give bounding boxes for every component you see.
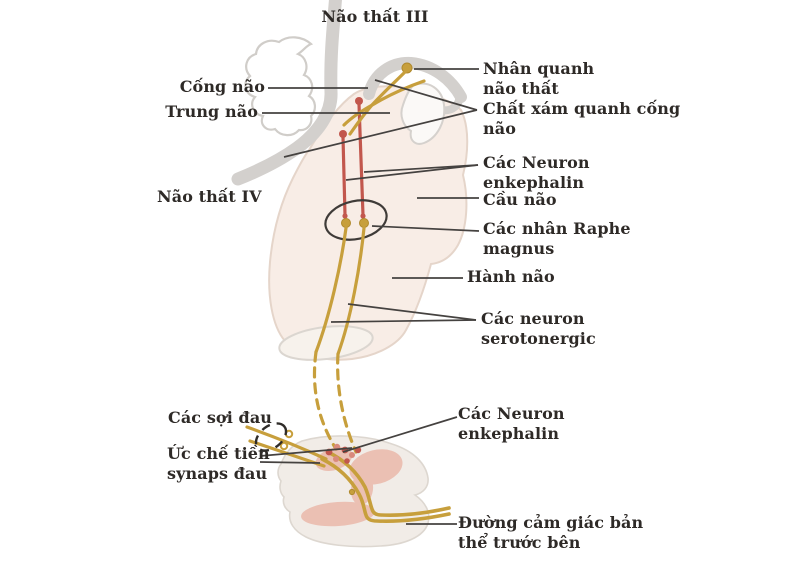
label-hanh-nao: Hành não <box>467 267 555 286</box>
serotonergic-fiber <box>314 226 348 354</box>
leader-lines <box>259 68 480 525</box>
label-neuron-enkephalin-tren: Các Neuron enkephalin <box>483 153 590 192</box>
label-cac-soi-dau: Các sợi đau <box>168 408 273 427</box>
label-chat-xam-quanh-cong-nao: Chất xám quanh cống não <box>483 99 681 138</box>
label-neuron-serotonergic: Các neuron serotonergic <box>481 309 596 348</box>
analgesia-pathway <box>245 62 451 523</box>
label-nhan-raphe-magnus: Các nhân Raphe magnus <box>483 219 631 258</box>
label-nhan-quanh-nao-that: Nhân quanh não thất <box>483 59 595 98</box>
cerebellum-outline <box>244 36 316 137</box>
label-duong-cam-giac: Đường cảm giác bản thể trước bên <box>458 513 644 552</box>
label-nao-that-iii: Não thất III <box>321 7 429 26</box>
label-trung-nao: Trung não <box>165 102 258 121</box>
pain-fiber-dashed-circle <box>254 422 288 452</box>
label-neuron-enkephalin-duoi: Các Neuron enkephalin <box>458 404 565 443</box>
third-ventricle-band <box>231 0 342 186</box>
anterolateral-tract <box>320 457 451 523</box>
label-cau-nao: Cầu não <box>483 190 557 209</box>
raphe-magnus-circle <box>324 199 388 241</box>
label-uc-che-tien-synap: Ức chế tiền synaps đau <box>167 444 270 483</box>
label-nao-that-iv: Não thất IV <box>157 187 262 206</box>
serotonergic-fiber <box>336 226 366 356</box>
pain-fiber <box>245 425 328 461</box>
label-cong-nao: Cống não <box>179 77 265 96</box>
ventricle-bands <box>231 0 467 186</box>
enkephalin-neuron-fibers <box>339 97 366 219</box>
aqueduct-arch-band <box>363 56 467 103</box>
colliculus-outline <box>400 82 446 145</box>
